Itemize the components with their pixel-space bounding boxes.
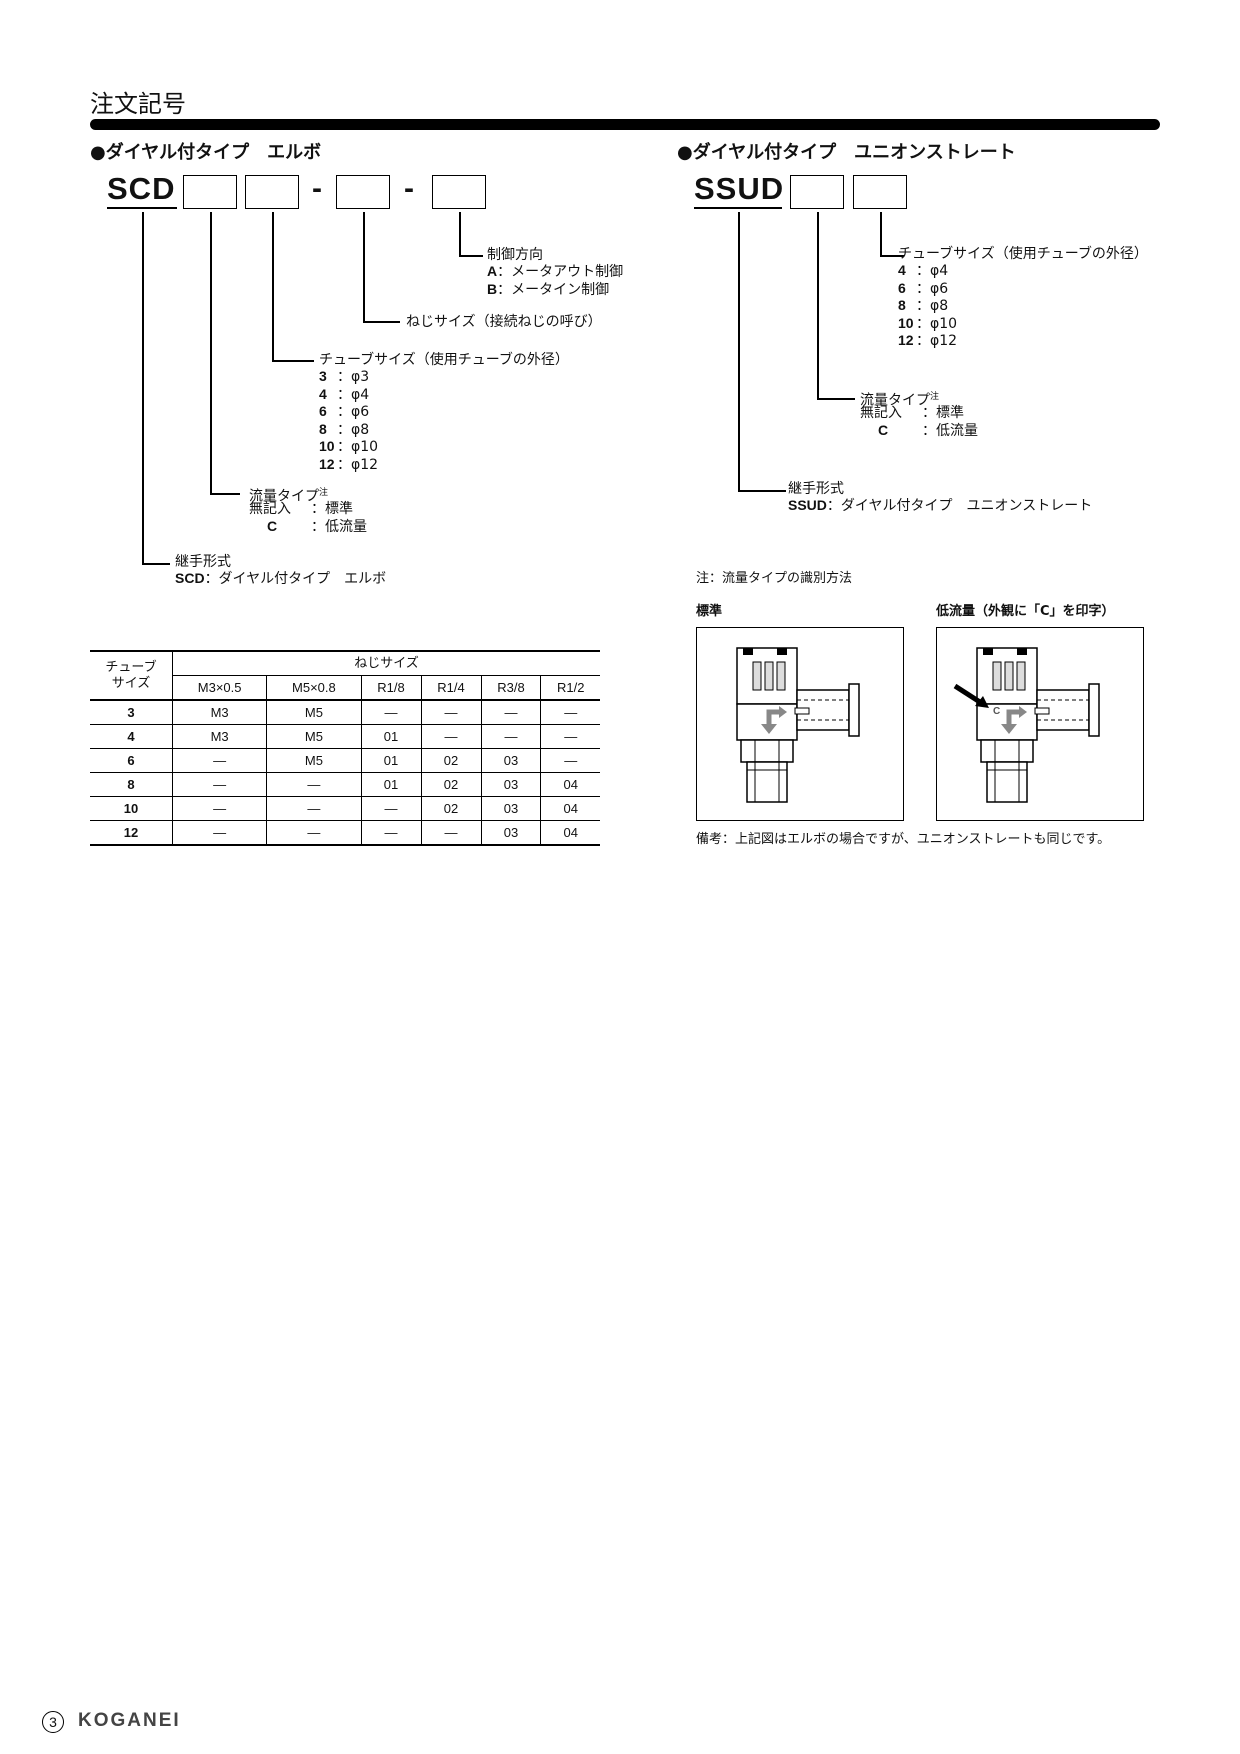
ssud-joint-label: 継手形式 (788, 481, 844, 497)
scd-tube-option: 4：φ4 (319, 385, 370, 403)
scd-tube-box (245, 175, 299, 209)
ssud-tube-box (853, 175, 907, 209)
elbow-fitting-icon (736, 647, 860, 803)
scd-joint-label: 継手形式 (175, 554, 231, 570)
c-mark: C (993, 706, 1000, 717)
standard-label: 標準 (696, 604, 723, 619)
ssud-code: SSUD (694, 171, 785, 206)
scd-flow-option: C：低流量 (267, 517, 367, 535)
scd-joint-option: SCD：ダイヤル付タイプ エルボ (175, 570, 387, 587)
page-title: 注文記号 (90, 90, 186, 118)
table-col-header: R3/8 (480, 675, 542, 701)
ssud-tube-connector (880, 212, 882, 256)
scd-tube-option: 6：φ6 (319, 403, 370, 420)
table-col-header: M5×0.8 (266, 675, 362, 701)
ssud-flow-connector (817, 212, 819, 399)
standard-fitting-illustration (696, 627, 904, 821)
scd-code: SCD (107, 171, 176, 206)
note-title: 注：流量タイプの識別方法 (696, 571, 853, 586)
scd-dash-2: - (404, 172, 414, 205)
ssud-tube-option: 4：φ4 (898, 262, 949, 279)
scd-control-label: 制御方向 (487, 247, 543, 263)
ssud-flow-label: 流量タイプ注 (860, 392, 940, 409)
ssud-tube-label: チューブサイズ（使用チューブの外径） (898, 246, 1148, 262)
note-remark: 備考：上記図はエルボの場合ですが、ユニオンストレートも同じです。 (696, 832, 1111, 847)
ssud-tube-options: 4：φ4 6：φ6 8：φ8 10：φ10 12：φ12 (898, 262, 957, 350)
scd-thread-label: ねじサイズ（接続ねじの呼び） (406, 314, 602, 330)
table-col-header: M3×0.5 (171, 675, 268, 701)
title-rule (90, 119, 1160, 130)
scd-heading: ●ダイヤル付タイプ エルボ (90, 142, 322, 163)
scd-control-box (432, 175, 486, 209)
scd-control-options: A：メータアウト制御 B：メータイン制御 (487, 263, 623, 298)
scd-joint-connector (142, 212, 144, 564)
koganei-logo: KOGANEI (78, 1710, 181, 1731)
scd-control-tick (459, 255, 483, 257)
ssud-tube-option: 6：φ6 (898, 279, 949, 297)
scd-flow-tick (210, 493, 240, 495)
ssud-flow-options: 無記入：標準 C：低流量 (860, 405, 978, 439)
scd-flow-connector (210, 212, 212, 494)
ssud-joint-tick (738, 490, 786, 492)
scd-tube-options: 3：φ3 4：φ4 6：φ6 8：φ8 10：φ10 12：φ12 (319, 368, 378, 473)
scd-flow-box (183, 175, 237, 209)
scd-tube-option: 8：φ8 (319, 420, 370, 438)
scd-control-connector (459, 212, 461, 256)
scd-tube-option: 10：φ10 (319, 438, 379, 455)
scd-tube-option: 3：φ3 (319, 368, 370, 385)
elbow-fitting-c-icon: C (953, 647, 1100, 803)
ssud-code-underline (694, 207, 782, 209)
ssud-joint-option: SSUD：ダイヤル付タイプ ユニオンストレート (788, 497, 1093, 514)
scd-thread-connector (363, 212, 365, 322)
table-group-header: ねじサイズ (172, 650, 600, 676)
scd-flow-options: 無記入：標準 C：低流量 (249, 501, 367, 535)
scd-control-option: B：メータイン制御 (487, 280, 610, 298)
scd-thread-tick (363, 321, 400, 323)
low-flow-fitting-illustration: C (936, 627, 1144, 821)
ssud-flow-option: 無記入：標準 (860, 405, 964, 421)
scd-dash-1: - (312, 172, 322, 205)
scd-flow-option: 無記入：標準 (249, 501, 353, 517)
ssud-tube-tick (880, 255, 904, 257)
scd-joint-tick (142, 563, 170, 565)
ssud-tube-option: 8：φ8 (898, 297, 949, 314)
ssud-flow-option: C：低流量 (878, 421, 978, 439)
table-col-header: R1/2 (540, 675, 600, 701)
scd-tube-tick (272, 360, 314, 362)
ssud-tube-option: 12：φ12 (898, 332, 958, 349)
page-number: 3 (42, 1711, 64, 1733)
table-col-header: R1/8 (360, 675, 422, 701)
scd-thread-box (336, 175, 390, 209)
scd-tube-connector (272, 212, 274, 361)
scd-code-underline (107, 207, 177, 209)
table-col-header: R1/4 (420, 675, 482, 701)
ssud-flow-box (790, 175, 844, 209)
ssud-flow-tick (817, 398, 855, 400)
scd-tube-option: 12：φ12 (319, 455, 379, 473)
scd-control-option: A：メータアウト制御 (487, 263, 624, 280)
thread-size-table: チューブサイズ ねじサイズ M3×0.5 M5×0.8 R1/8 R1/4 R3… (90, 650, 600, 846)
ssud-joint-connector (738, 212, 740, 491)
table-corner-header: チューブサイズ (90, 650, 173, 701)
ssud-heading: ●ダイヤル付タイプ ユニオンストレート (677, 142, 1016, 163)
low-flow-label: 低流量（外観に「C」を印字） (936, 604, 1115, 619)
scd-tube-label: チューブサイズ（使用チューブの外径） (319, 352, 569, 368)
scd-flow-label: 流量タイプ注 (249, 488, 329, 505)
ssud-tube-option: 10：φ10 (898, 314, 958, 332)
